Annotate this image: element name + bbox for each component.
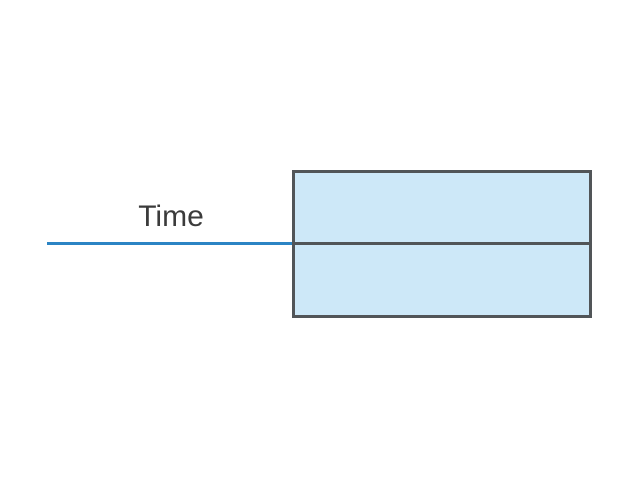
time-axis-line: [47, 242, 295, 245]
box-row-bottom: [295, 245, 589, 315]
time-axis-label: Time: [138, 200, 204, 233]
two-row-box: [292, 170, 592, 318]
box-row-top: [295, 173, 589, 245]
